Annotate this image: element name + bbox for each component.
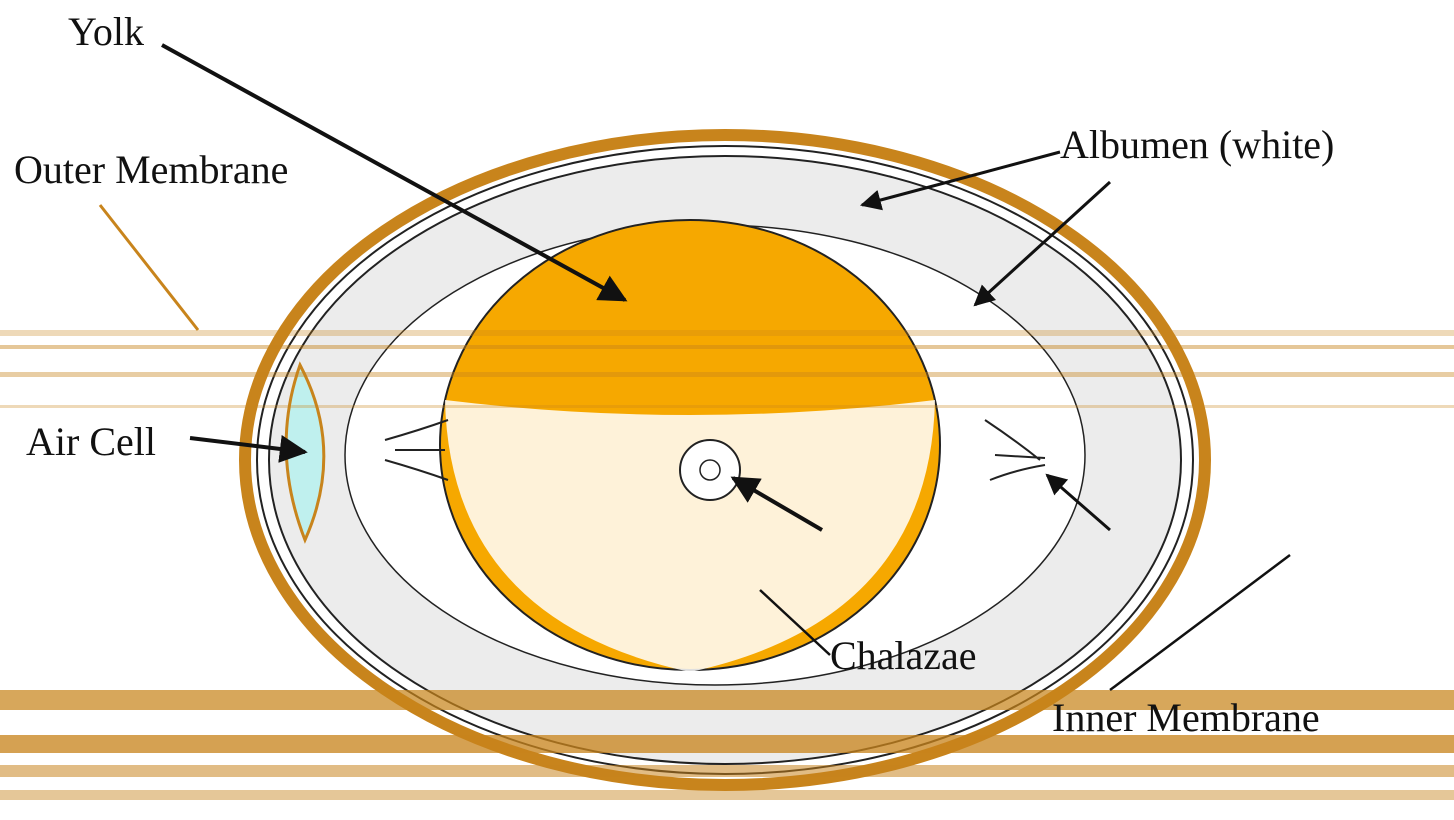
outer-membrane-pointer [100, 205, 198, 330]
label-albumen: Albumen (white) [1060, 125, 1334, 165]
germinal-disc-inner [700, 460, 720, 480]
label-outer-membrane: Outer Membrane [14, 150, 288, 190]
label-chalazae: Chalazae [830, 636, 977, 676]
label-yolk: Yolk [68, 12, 144, 52]
label-inner-membrane: Inner Membrane [1052, 698, 1320, 738]
label-air-cell: Air Cell [26, 422, 156, 462]
